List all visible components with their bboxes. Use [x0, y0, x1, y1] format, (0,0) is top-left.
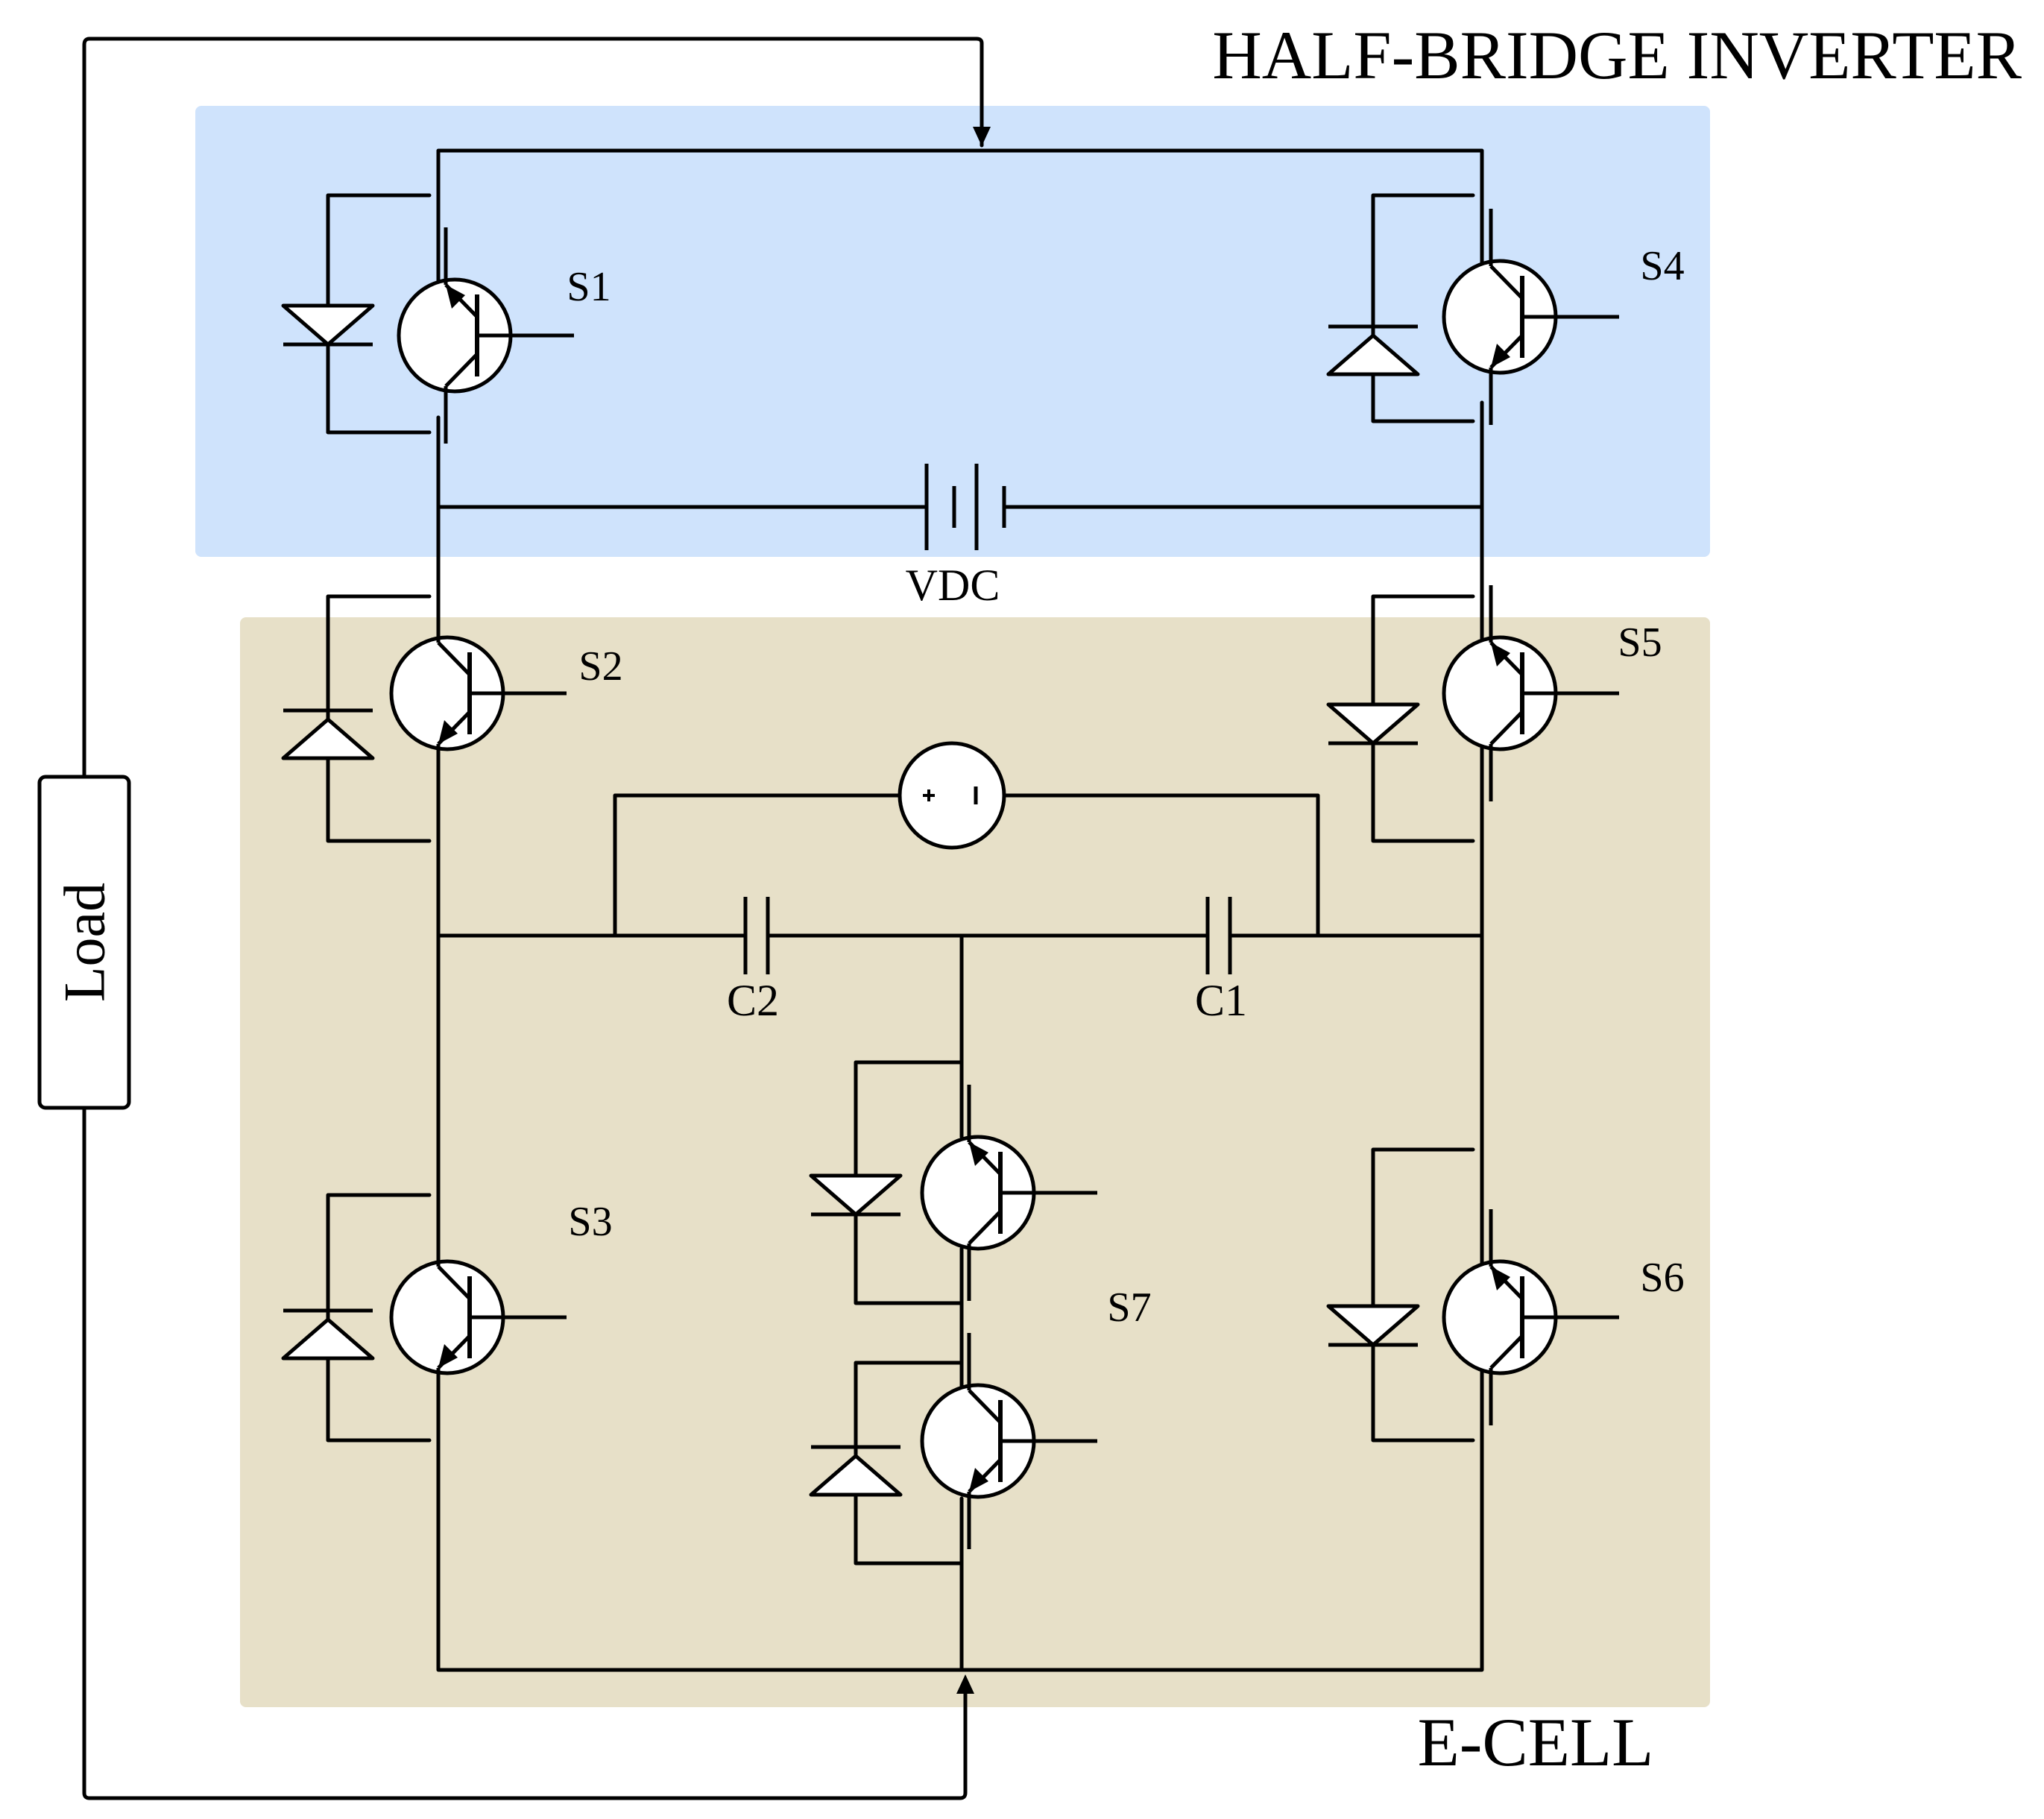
s1-label: S1	[567, 264, 611, 310]
switch-s4	[1328, 193, 1619, 425]
voltage-source	[898, 741, 1006, 850]
s3-label: S3	[568, 1199, 612, 1245]
arrow-top-icon	[973, 127, 991, 146]
s5-label: S5	[1618, 620, 1662, 666]
c1-label: C1	[1195, 976, 1247, 1025]
half-bridge-title: HALF-BRIDGE INVERTER	[1212, 17, 2022, 93]
switch-s1	[283, 193, 574, 444]
switch-s2	[283, 585, 567, 843]
load-loop-wire	[82, 37, 991, 1800]
vdc-label: VDC	[906, 561, 1000, 610]
half-bridge-region	[195, 106, 1710, 557]
capacitor-c1	[1205, 897, 1232, 974]
e-cell-title: E-CELL	[1418, 1704, 1654, 1780]
switch-s7	[811, 1060, 1097, 1566]
s6-label: S6	[1640, 1255, 1684, 1301]
capacitor-c2	[743, 897, 770, 974]
half-bridge-wiring	[436, 148, 1484, 606]
dc-source	[924, 464, 1006, 550]
load-label: Load	[52, 883, 117, 1002]
switch-s5	[1328, 585, 1619, 843]
switch-s3	[283, 1193, 567, 1443]
arrow-bottom-icon	[956, 1674, 974, 1694]
s4-label: S4	[1640, 243, 1684, 289]
s2-label: S2	[578, 643, 622, 690]
s7-label: S7	[1107, 1284, 1151, 1331]
c2-label: C2	[727, 976, 779, 1025]
switch-s6	[1328, 1147, 1619, 1443]
load-resistor: Load	[37, 775, 131, 1110]
